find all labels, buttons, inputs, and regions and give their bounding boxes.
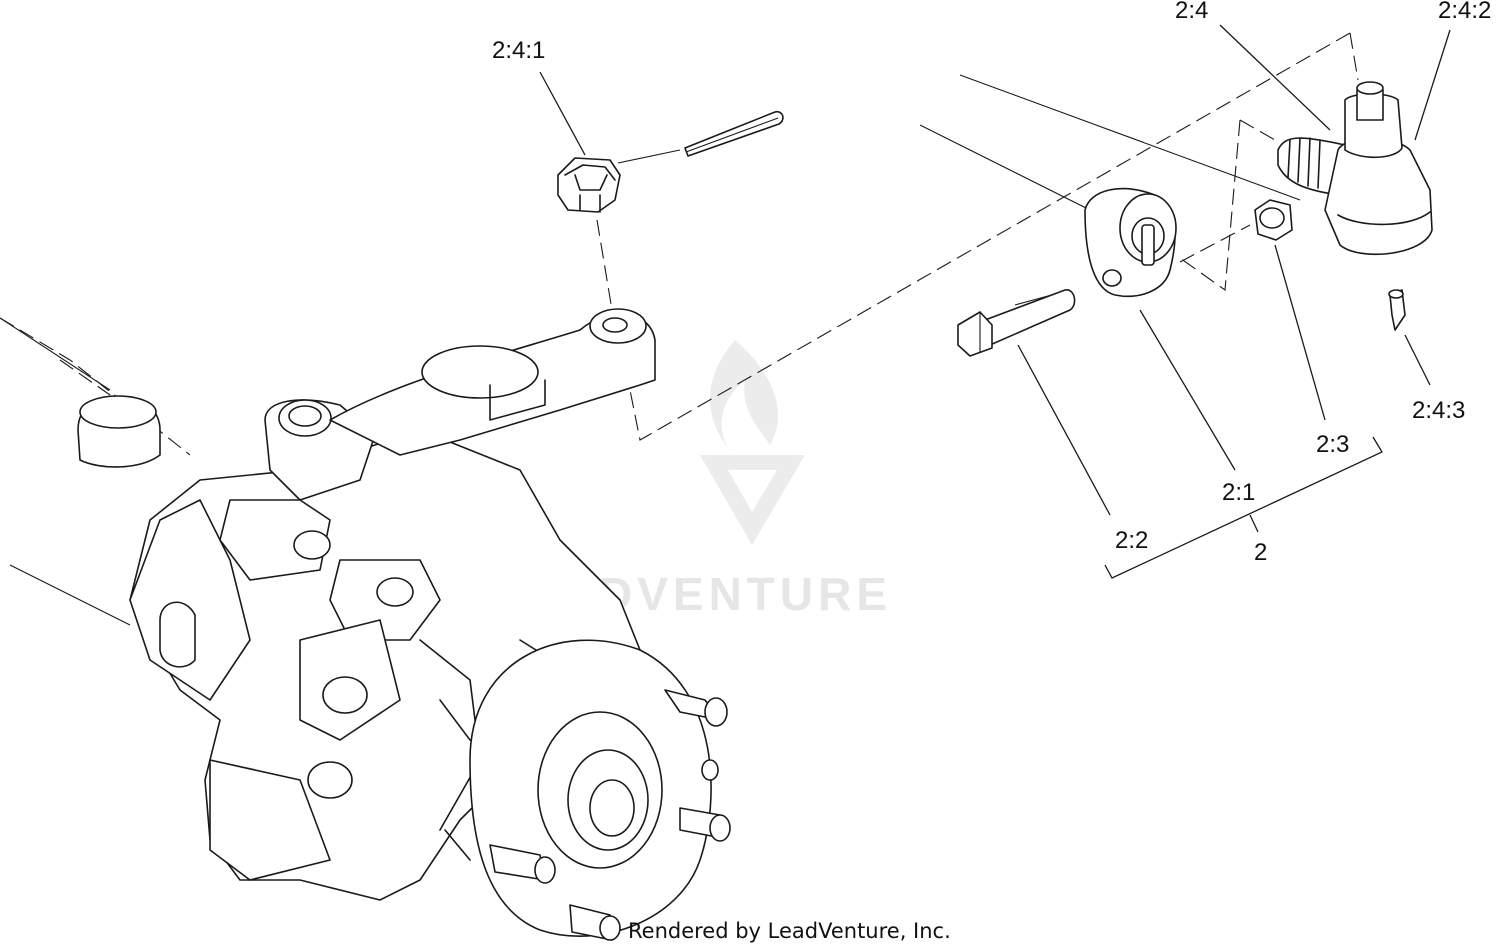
callout-2-1: 2:1 — [1222, 479, 1255, 506]
callout-2-4-2: 2:4:2 — [1438, 0, 1491, 24]
leader-lines — [539, 24, 1451, 579]
castle-nut — [557, 157, 621, 213]
callout-2: 2 — [1254, 539, 1267, 566]
callout-2-4-3: 2:4:3 — [1412, 397, 1465, 424]
tie-rod-clevis — [1084, 187, 1177, 297]
callout-2-3: 2:3 — [1316, 431, 1349, 458]
callout-2-2: 2:2 — [1115, 527, 1148, 554]
dust-cap — [77, 395, 161, 468]
callout-2-4-1: 2:4:1 — [492, 37, 545, 64]
callout-labels: 2:4:1 2:4 2:4:2 2:4:3 2:3 2:1 2:2 2 — [492, 0, 1491, 566]
callout-2-4: 2:4 — [1175, 0, 1208, 24]
wheel-studs — [489, 689, 731, 941]
lock-nut — [1254, 199, 1293, 241]
steering-arm — [329, 308, 656, 456]
hex-bolt — [957, 289, 1076, 357]
render-credit: Rendered by LeadVenture, Inc. — [628, 919, 951, 943]
cotter-pin — [684, 110, 784, 157]
tie-rod-end — [1277, 81, 1433, 256]
wheel-hub-flange — [469, 639, 712, 937]
construction-lines — [0, 32, 1359, 626]
grease-fitting — [1388, 289, 1406, 331]
